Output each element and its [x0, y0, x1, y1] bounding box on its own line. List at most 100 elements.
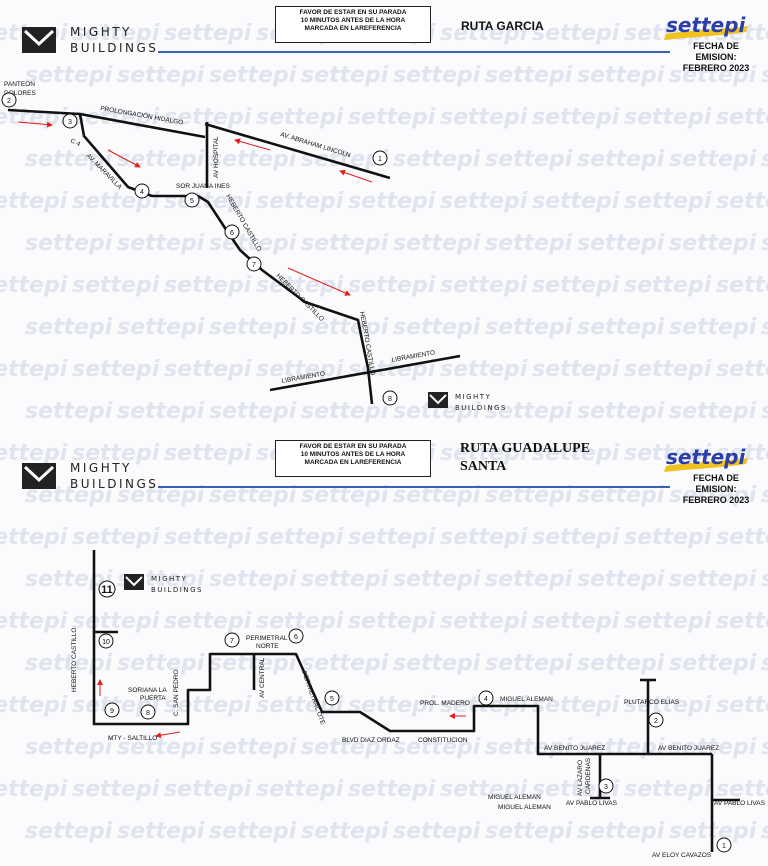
header-rule — [158, 486, 670, 488]
watermark-text: settepi — [209, 567, 297, 592]
watermark-text: settepi — [25, 315, 113, 340]
watermark-text: settepi — [393, 315, 481, 340]
watermark-text: settepi — [301, 399, 389, 424]
watermark-text: settepi — [485, 651, 573, 676]
label-perimetral: NORTE — [256, 643, 279, 650]
stop-number: 1 — [378, 156, 382, 163]
label-soriana: SORIANA LA — [128, 687, 167, 694]
watermark-text: settepi — [301, 231, 389, 256]
watermark-text: settepi — [761, 483, 768, 508]
watermark-text: settepi — [348, 609, 436, 634]
watermark-text: settepi — [25, 651, 113, 676]
watermark-text: settepi — [716, 525, 768, 550]
watermark-text: settepi — [348, 189, 436, 214]
watermark-text: settepi — [72, 441, 160, 466]
label-panteon: PANTEON — [4, 81, 35, 88]
watermark-text: settepi — [532, 105, 620, 130]
stop-marker: 2 — [648, 712, 664, 728]
label-lazaro-cardenas: CARDENAS — [585, 757, 592, 794]
watermark-text: settepi — [485, 819, 573, 844]
stop-marker: 2 — [1, 92, 17, 108]
watermark-text: settepi — [761, 231, 768, 256]
watermark-text: settepi — [624, 357, 712, 382]
watermark-text: settepi — [0, 777, 68, 802]
brand-logo: MIGHTY BUILDINGS — [22, 460, 158, 492]
watermark-text: settepi — [117, 651, 205, 676]
watermark-text: settepi — [624, 273, 712, 298]
watermark-text: settepi — [485, 147, 573, 172]
route-title-line: SANTA — [460, 459, 507, 474]
stop-number: 4 — [484, 696, 488, 703]
stop-marker: 10 — [98, 633, 114, 649]
watermark-text: settepi — [440, 609, 528, 634]
stop-number: 7 — [230, 638, 234, 645]
watermark-text: settepi — [393, 231, 481, 256]
notice-line: 10 MINUTOS ANTES DE LA HORA — [300, 451, 406, 459]
stop-number: 3 — [68, 119, 72, 126]
stop-number: 1 — [722, 843, 726, 850]
brand-line2: BUILDINGS — [70, 477, 159, 492]
map2-stops: 1 2 3 4 5 6 7 8 9 10 11 — [98, 580, 732, 853]
watermark-text: settepi — [440, 525, 528, 550]
watermark-text: settepi — [440, 357, 528, 382]
header-rule — [158, 51, 670, 53]
stop-number: 5 — [190, 198, 194, 205]
stop-number: 8 — [146, 710, 150, 717]
notice-box: FAVOR DE ESTAR EN SU PARADA 10 MINUTOS A… — [275, 6, 431, 43]
watermark-text: settepi — [624, 609, 712, 634]
watermark-text: settepi — [72, 357, 160, 382]
stop-marker: 5 — [324, 690, 340, 706]
watermark-text: settepi — [393, 735, 481, 760]
notice-line: MARCADA EN LAREFERENCIA — [304, 459, 402, 467]
brand-line1: MIGHTY — [70, 461, 132, 475]
stop-marker: 3 — [62, 113, 78, 129]
watermark-text: settepi — [485, 315, 573, 340]
watermark-text: settepi — [209, 231, 297, 256]
watermark-text: settepi — [256, 777, 344, 802]
mighty-buildings-logo-icon — [428, 392, 448, 408]
watermark-text: settepi — [0, 609, 68, 634]
map2-street-labels: HEBERTO CASTILLO SORIANA LA PUERTA C. SA… — [71, 628, 766, 859]
road-heberto-castillo — [197, 194, 374, 405]
watermark-text: settepi — [761, 63, 768, 88]
watermark-text: settepi — [761, 315, 768, 340]
watermark-text: settepi — [532, 525, 620, 550]
mighty-buildings-logo-icon — [124, 574, 144, 590]
watermark-text: settepi — [72, 21, 160, 46]
watermark-text: settepi — [348, 777, 436, 802]
label-av-hospital: AV HOSPITAL — [213, 136, 220, 178]
map1-direction-arrows — [17, 121, 373, 296]
notice-line: FAVOR DE ESTAR EN SU PARADA — [299, 443, 407, 450]
watermark-text: settepi — [577, 231, 665, 256]
stop-marker: 6 — [288, 628, 304, 644]
watermark-text: settepi — [485, 63, 573, 88]
watermark-text: settepi — [440, 273, 528, 298]
watermark-text: settepi — [25, 231, 113, 256]
label-mty-saltillo: MTY - SALTILLO — [108, 735, 157, 742]
watermark-text: settepi — [393, 651, 481, 676]
watermark-text: settepi — [72, 777, 160, 802]
watermark-text: settepi — [301, 819, 389, 844]
watermark-text: settepi — [209, 315, 297, 340]
stop-number: 2 — [7, 98, 11, 105]
label-heberto-castillo: HEBERTO CASTILLO — [224, 194, 262, 253]
label-miguel-aleman: MIGUEL ALEMAN — [498, 804, 551, 811]
stop-number: 8 — [388, 396, 392, 403]
issue-date-value: FEBRERO 2023 — [682, 63, 750, 73]
watermark-text: settepi — [164, 273, 252, 298]
watermark-text: settepi — [393, 63, 481, 88]
watermark-text: settepi — [209, 819, 297, 844]
watermark-text: settepi — [577, 315, 665, 340]
watermark-text: settepi — [117, 315, 205, 340]
label-constitucion: CONSTITUCION — [418, 737, 468, 744]
watermark-text: settepi — [209, 735, 297, 760]
watermark-text: settepi — [0, 525, 68, 550]
watermark-text: settepi — [716, 693, 768, 718]
watermark-text: settepi — [25, 735, 113, 760]
watermark-text: settepi — [485, 399, 573, 424]
watermark-text: settepi — [117, 819, 205, 844]
watermark-text: settepi — [716, 357, 768, 382]
label-panteon: DOLORES — [4, 90, 36, 97]
watermark-text: settepi — [716, 273, 768, 298]
stop-number: 6 — [230, 230, 234, 237]
